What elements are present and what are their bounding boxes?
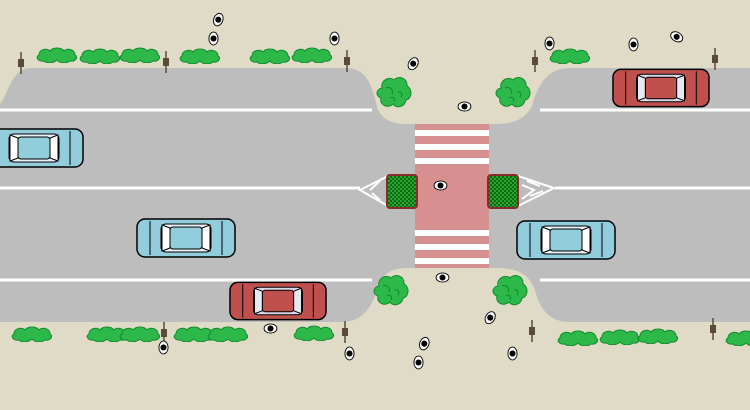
island-planter-left [386, 174, 418, 209]
pedestrian-icon [263, 323, 278, 334]
pedestrian-icon [628, 37, 639, 52]
car-icon [612, 68, 710, 108]
pedestrian-icon [433, 180, 448, 191]
lane-markings [0, 108, 750, 282]
pedestrian-icon [507, 346, 518, 361]
island-hatching [357, 175, 557, 207]
crosswalk [415, 124, 489, 268]
pedestrian-icon [413, 355, 424, 370]
pedestrian-icon [344, 346, 355, 361]
car-icon [136, 218, 236, 258]
pedestrian-icon [158, 340, 169, 355]
car-icon [229, 281, 327, 321]
pedestrian-icon [457, 101, 472, 112]
pedestrian-icon [544, 36, 555, 51]
island-planter-right [487, 174, 519, 209]
pedestrian-icon [435, 272, 450, 283]
car-icon [516, 220, 616, 260]
pedestrian-icon [208, 31, 219, 46]
pedestrian-icon [329, 31, 340, 46]
car-icon [0, 128, 84, 168]
